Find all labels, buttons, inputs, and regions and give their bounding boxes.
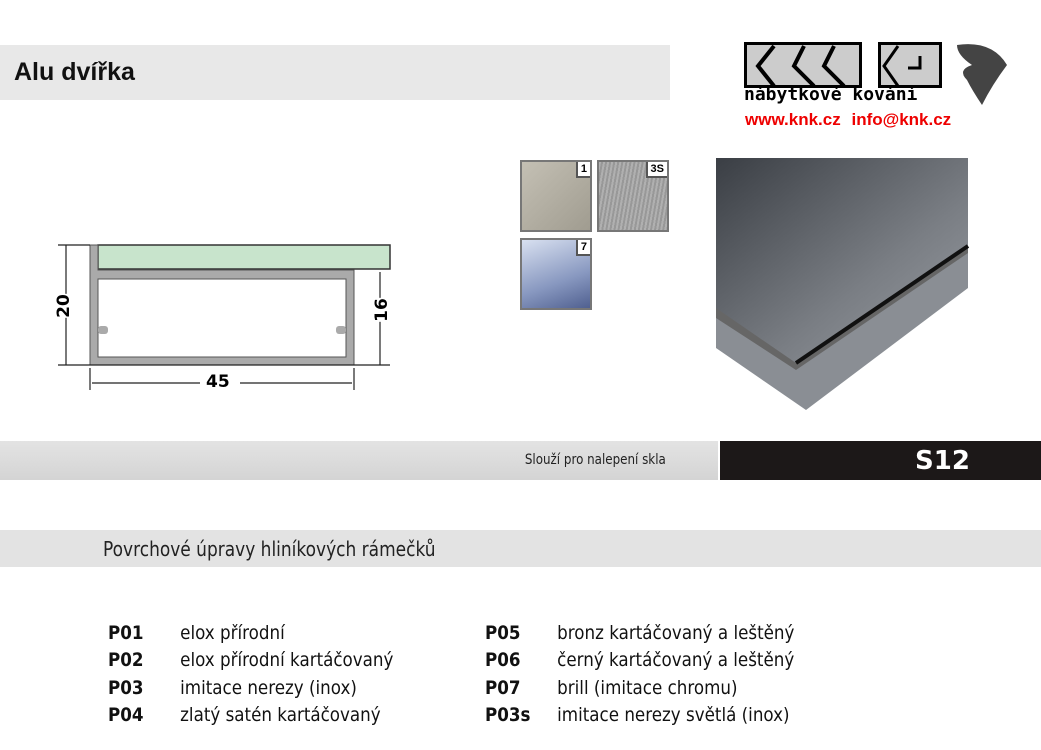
frame-photo bbox=[716, 158, 970, 410]
dim-height: 20 bbox=[53, 294, 74, 318]
website-link[interactable]: www.knk.cz bbox=[745, 110, 841, 129]
info-text: Slouží pro nalepení skla bbox=[525, 452, 666, 468]
dim-inner: 16 bbox=[371, 298, 392, 322]
code-bar bbox=[720, 441, 1041, 480]
logo-contacts: www.knk.cz info@knk.cz bbox=[745, 110, 951, 130]
swatch-7: 7 bbox=[520, 238, 592, 310]
section-bar bbox=[0, 530, 1041, 567]
section-title: Povrchové úpravy hliníkových rámečků bbox=[103, 537, 436, 561]
swatch-3s: 3S bbox=[597, 160, 669, 232]
dim-width: 45 bbox=[206, 372, 230, 392]
email-link[interactable]: info@knk.cz bbox=[851, 110, 952, 129]
product-code: S12 bbox=[915, 446, 970, 476]
profile-drawing bbox=[58, 244, 391, 390]
info-bar bbox=[0, 441, 718, 480]
swatch-1: 1 bbox=[520, 160, 592, 232]
logo-subtitle: nábytkové kování bbox=[744, 84, 918, 105]
title-bar bbox=[0, 45, 670, 100]
page-title: Alu dvířka bbox=[14, 58, 135, 86]
knk-logo bbox=[738, 38, 1013, 136]
